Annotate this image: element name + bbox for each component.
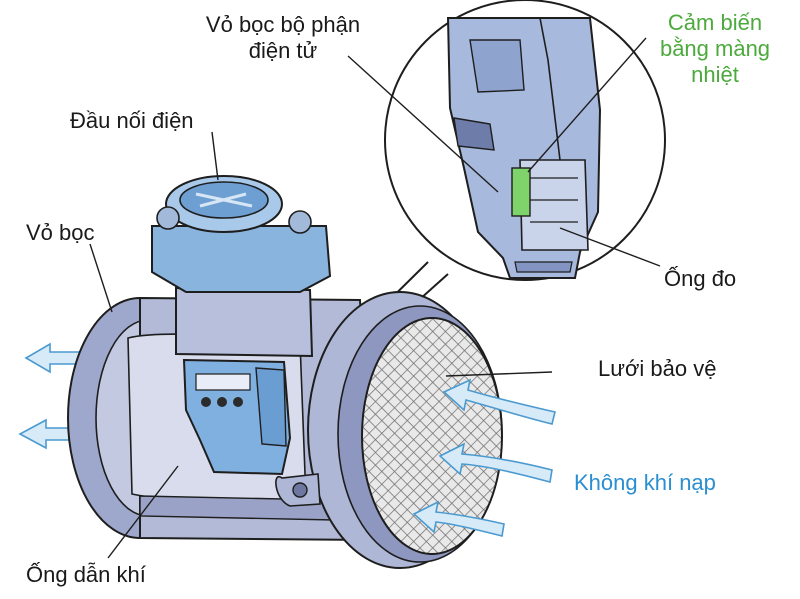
label-measuring-tube: Ống đo [664,266,737,291]
label-housing: Vỏ bọc [26,220,95,245]
label-hot-film-sensor-line2: bằng màng [659,36,771,61]
label-electronics-housing-line2: điện tử [248,38,318,63]
intake-airflow-arrows [412,378,556,537]
label-hot-film-sensor-line3: nhiệt [691,62,739,87]
label-intake-air: Không khí nạp [574,470,716,495]
protective-mesh [361,317,503,555]
label-electronics-housing-line1: Vỏ bọc bộ phận [205,12,361,37]
sensor-stem [175,286,314,476]
label-hot-film-sensor-line1: Cảm biến [667,10,763,35]
electrical-connector [151,175,332,293]
label-electronics-housing: Vỏ bọc bộ phận điện tử [168,12,398,64]
magnified-sensor-housing [446,17,602,279]
hot-film-element [511,167,531,217]
label-electrical-connector: Đầu nối điện [70,108,194,133]
label-protective-mesh: Lưới bảo vệ [598,356,717,381]
label-hot-film-sensor: Cảm biến bằng màng nhiệt [640,10,790,88]
label-leader-lines [89,37,661,559]
label-air-duct: Ống dẫn khí [26,562,146,587]
